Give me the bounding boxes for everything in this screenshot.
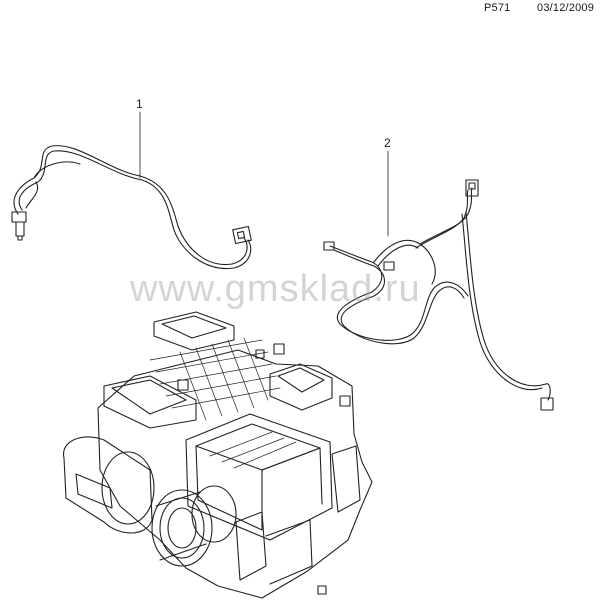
wiring-harness-2 (323, 179, 554, 411)
connector-top (465, 179, 479, 197)
blower-fan (151, 485, 237, 567)
page-date: 03/12/2009 (537, 2, 595, 14)
page-code: P571 (484, 2, 511, 14)
blower-housing-left (63, 436, 153, 534)
connector-left (11, 211, 27, 223)
connector-left-2 (323, 241, 335, 251)
duct-opening-top (153, 311, 235, 351)
hvac-module (63, 311, 373, 599)
callout-part-2: 2 (384, 136, 391, 150)
duct-opening-right (269, 363, 333, 411)
watermark-text: www.gmsklad.ru (130, 268, 421, 310)
connector-bottom (540, 397, 554, 411)
wiring-harness-1 (11, 145, 252, 270)
connector-right (232, 225, 252, 245)
connector-mid (383, 261, 395, 271)
duct-opening-left (103, 375, 197, 429)
callout-part-1: 1 (136, 97, 143, 111)
